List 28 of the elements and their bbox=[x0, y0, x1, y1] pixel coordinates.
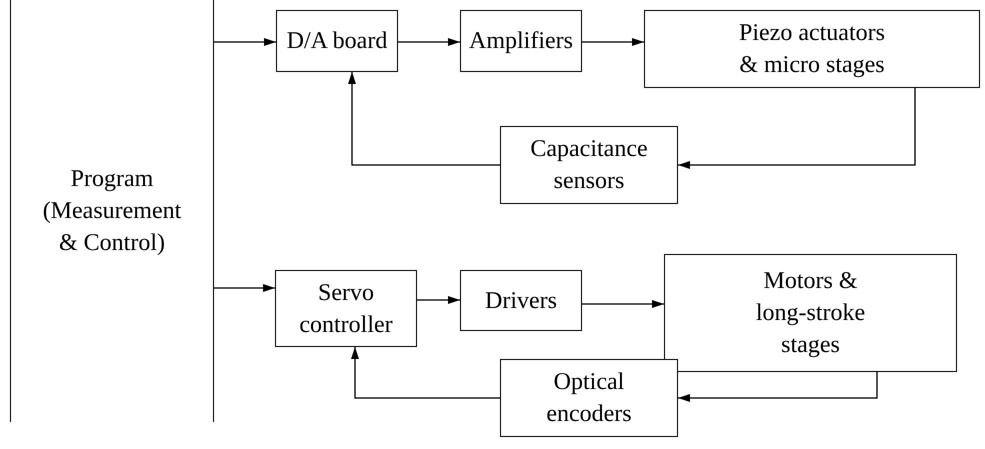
box-label: Servo controller bbox=[298, 278, 394, 340]
box-label: Program (Measurement & Control) bbox=[42, 165, 182, 258]
arrow bbox=[417, 296, 460, 304]
box-label: Optical encoders bbox=[545, 368, 633, 429]
box-label: Drivers bbox=[485, 286, 557, 316]
process-box bbox=[500, 359, 678, 437]
box-label: Capacitance sensors bbox=[529, 135, 649, 196]
process-box bbox=[275, 270, 417, 347]
box-label: Piezo actuators & micro stages bbox=[738, 19, 886, 80]
process-box bbox=[460, 10, 582, 72]
box-label: Motors & long-stroke stages bbox=[754, 267, 866, 360]
arrow bbox=[214, 284, 275, 292]
arrow bbox=[348, 72, 500, 166]
process-box bbox=[10, 0, 214, 422]
arrow bbox=[678, 372, 878, 402]
process-box bbox=[460, 270, 582, 331]
process-box bbox=[644, 10, 980, 88]
box-label: Amplifiers bbox=[469, 27, 573, 56]
process-box bbox=[664, 254, 957, 372]
process-box bbox=[276, 10, 398, 72]
process-box bbox=[500, 126, 678, 204]
arrow bbox=[582, 300, 664, 308]
arrow bbox=[582, 38, 644, 46]
arrow bbox=[678, 88, 916, 169]
arrow bbox=[214, 38, 276, 46]
arrow bbox=[398, 38, 460, 46]
box-label: D/A board bbox=[286, 27, 388, 56]
arrow bbox=[351, 347, 500, 399]
